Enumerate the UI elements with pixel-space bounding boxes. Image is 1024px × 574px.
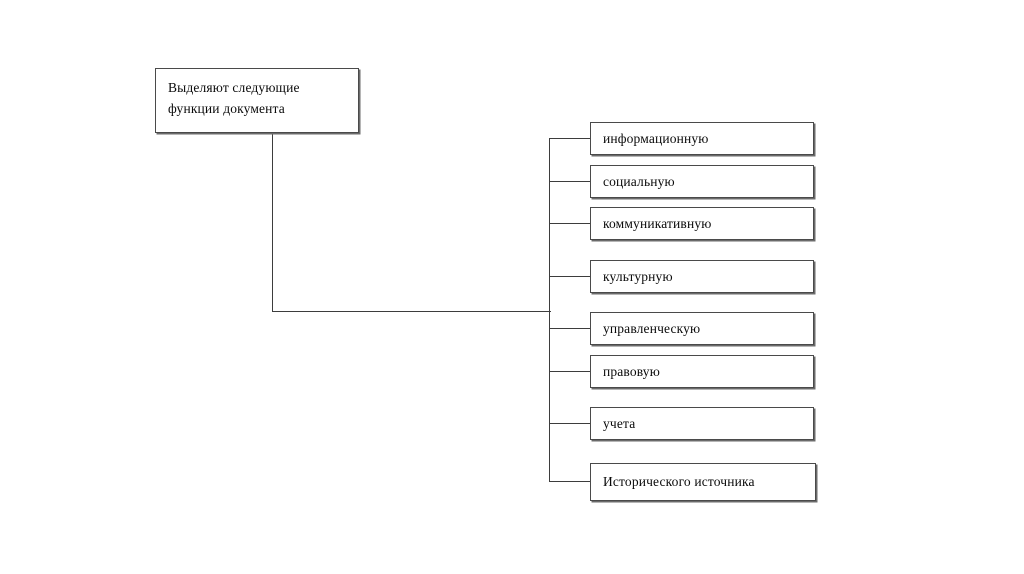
leaf-node-social[interactable]: социальную [590, 165, 814, 198]
leaf-node-label: культурную [603, 268, 673, 284]
leaf-node-label: учета [603, 415, 636, 431]
leaf-node-label: информационную [603, 130, 709, 146]
connector-spine-vertical [549, 138, 551, 482]
connector-stub-7 [549, 423, 590, 425]
leaf-node-label: управленческую [603, 320, 701, 336]
connector-stub-1 [549, 138, 590, 140]
connector-stub-2 [549, 181, 590, 183]
leaf-node-historical-source[interactable]: Исторического источника [590, 463, 816, 501]
leaf-node-label: Исторического источника [603, 474, 755, 490]
connector-stub-5 [549, 328, 590, 330]
leaf-node-cultural[interactable]: культурную [590, 260, 814, 293]
leaf-node-label: социальную [603, 173, 675, 189]
connector-stub-8 [549, 481, 590, 483]
connector-stub-6 [549, 371, 590, 373]
leaf-node-legal[interactable]: правовую [590, 355, 814, 388]
leaf-node-accounting[interactable]: учета [590, 407, 814, 440]
connector-stub-4 [549, 276, 590, 278]
connector-trunk-vertical [271, 132, 273, 312]
leaf-node-label: правовую [603, 363, 660, 379]
connector-stub-3 [549, 223, 590, 225]
leaf-node-managerial[interactable]: управленческую [590, 312, 814, 345]
leaf-node-informational[interactable]: информационную [590, 122, 814, 155]
connector-trunk-horizontal [271, 310, 551, 312]
leaf-node-communicative[interactable]: коммуникативную [590, 207, 814, 240]
root-node-label: Выделяют следующие функции документа [168, 80, 300, 117]
root-node[interactable]: Выделяют следующие функции документа [155, 68, 359, 133]
leaf-node-label: коммуникативную [603, 215, 712, 231]
